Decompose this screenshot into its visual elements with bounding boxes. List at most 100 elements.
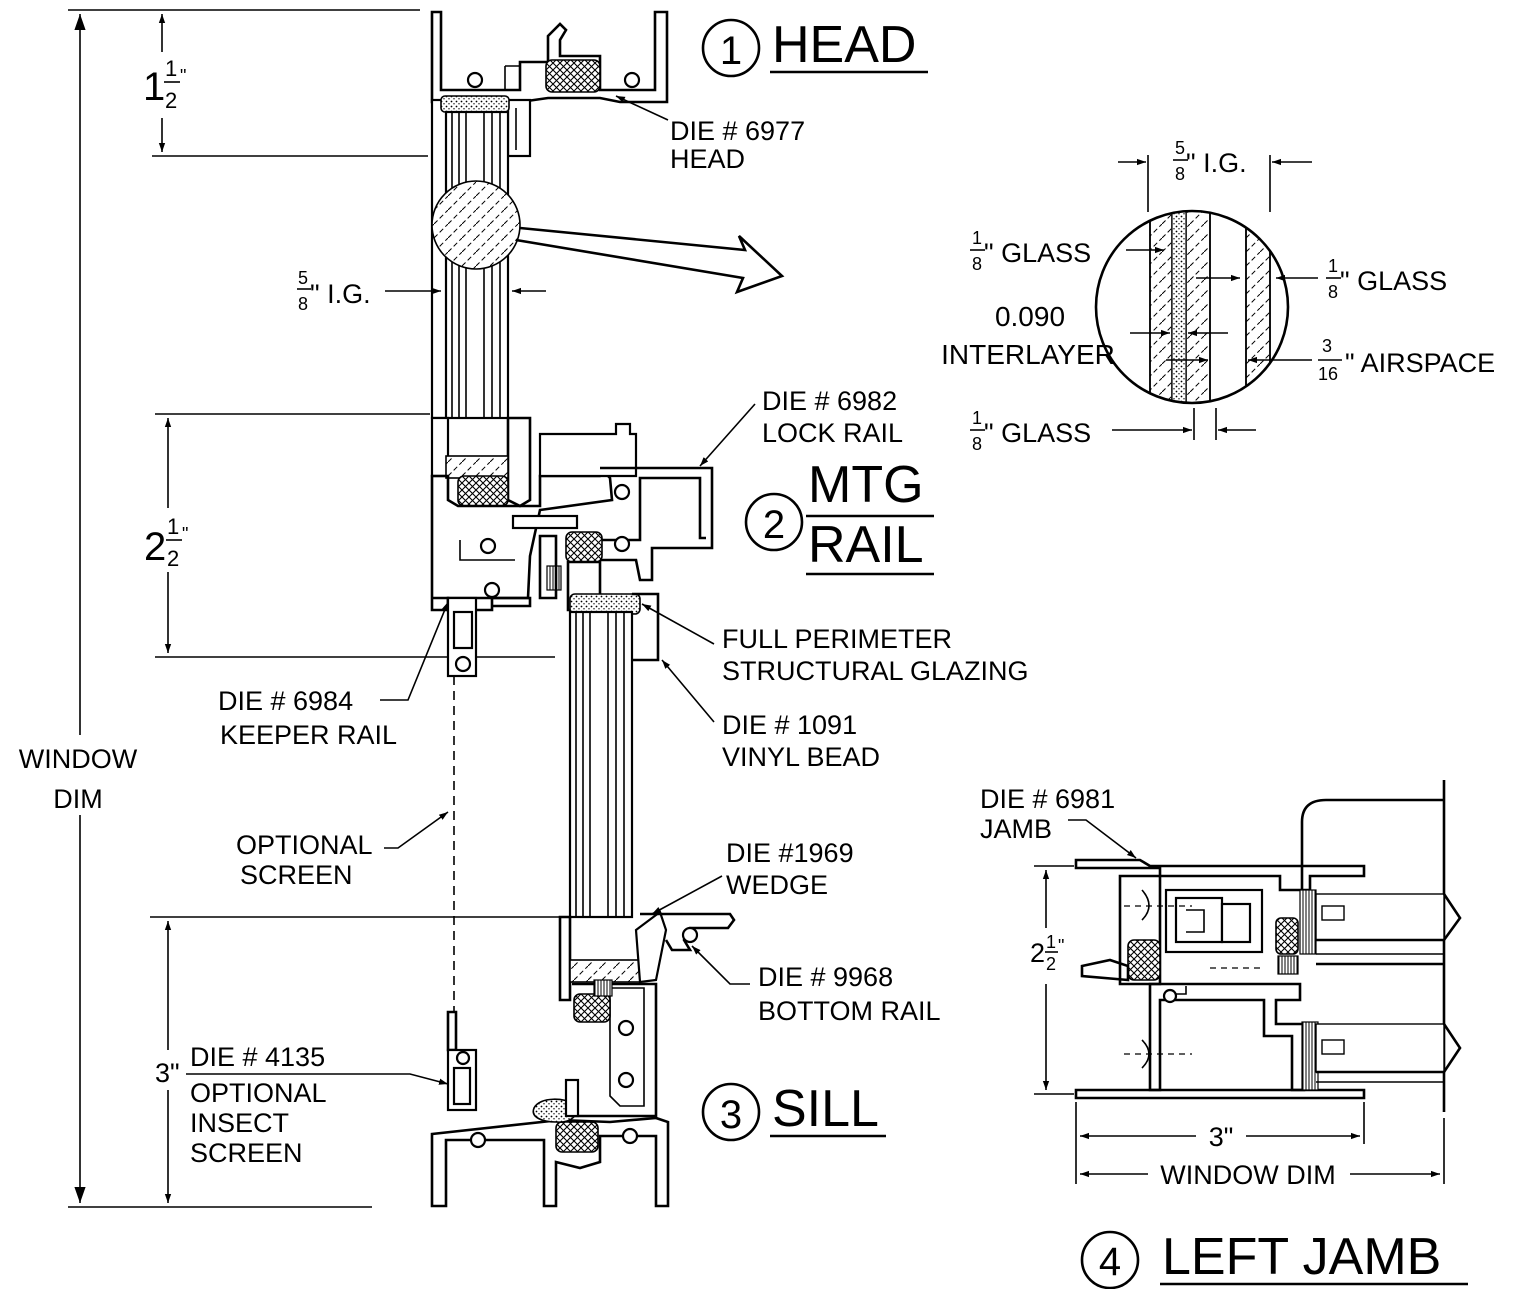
- mtg-height-unit: ": [182, 524, 188, 544]
- svg-text:DIE # 1091: DIE # 1091: [722, 710, 857, 740]
- keeper-rail-profile: [432, 596, 532, 678]
- svg-text:WEDGE: WEDGE: [726, 870, 828, 900]
- svg-text:5: 5: [1175, 138, 1185, 158]
- callout-die-1969: DIE #1969 WEDGE: [651, 838, 854, 915]
- svg-text:DIE # 6984: DIE # 6984: [218, 686, 353, 716]
- sash-lock-icon: [538, 422, 638, 478]
- svg-text:KEEPER RAIL: KEEPER RAIL: [220, 720, 397, 750]
- mtg-height-num: 1: [167, 514, 179, 539]
- svg-text:SILL: SILL: [772, 1080, 879, 1138]
- svg-text:" GLASS: " GLASS: [1340, 266, 1447, 296]
- svg-text:8: 8: [972, 434, 982, 454]
- svg-text:3: 3: [1322, 336, 1332, 356]
- svg-text:4: 4: [1099, 1240, 1121, 1284]
- svg-text:1: 1: [972, 228, 982, 248]
- window-dim-label-2: DIM: [53, 784, 103, 814]
- glass-detail: 5 8 " I.G. 1 8 " GLASS 1 8 " GLASS 0.090…: [941, 138, 1495, 454]
- svg-text:1: 1: [1046, 932, 1056, 952]
- svg-text:0.090: 0.090: [995, 301, 1065, 332]
- svg-text:LEFT JAMB: LEFT JAMB: [1162, 1228, 1441, 1286]
- svg-text:INSECT: INSECT: [190, 1108, 289, 1138]
- svg-text:1: 1: [972, 408, 982, 428]
- svg-text:JAMB: JAMB: [980, 814, 1052, 844]
- svg-text:LOCK RAIL: LOCK RAIL: [762, 418, 903, 448]
- section-4-left-jamb-title: 4 LEFT JAMB: [1080, 1228, 1468, 1289]
- svg-text:2: 2: [763, 503, 785, 547]
- ig-left-text: " I.G.: [310, 279, 371, 309]
- head-height-whole: 1: [143, 65, 165, 109]
- svg-text:HEAD: HEAD: [670, 144, 745, 174]
- svg-text:DIE #1969: DIE #1969: [726, 838, 854, 868]
- callout-die-1091: DIE # 1091 VINYL BEAD: [661, 659, 880, 772]
- mtg-lower-sash-glazing: [568, 592, 660, 919]
- svg-text:WINDOW DIM: WINDOW DIM: [1160, 1160, 1335, 1190]
- svg-text:8: 8: [1175, 164, 1185, 184]
- section-1-number: 1: [720, 29, 742, 73]
- svg-text:16: 16: [1318, 364, 1338, 384]
- callout-full-perimeter: FULL PERIMETER STRUCTURAL GLAZING: [641, 603, 1029, 686]
- window-dim-dimension: WINDOW DIM: [19, 9, 420, 1208]
- sill-height-dimension: 3": [150, 916, 560, 1203]
- svg-text:FULL PERIMETER: FULL PERIMETER: [722, 624, 952, 654]
- glass-detail-circle-source: [431, 180, 521, 270]
- svg-text:INTERLAYER: INTERLAYER: [941, 339, 1115, 370]
- section-3-sill-title: 3 SILL: [701, 1080, 886, 1142]
- mtg-height-whole: 2: [144, 525, 166, 569]
- callout-die-4135: DIE # 4135 OPTIONAL INSECT SCREEN: [186, 1042, 449, 1168]
- svg-text:DIE # 6982: DIE # 6982: [762, 386, 897, 416]
- callout-optional-screen: OPTIONAL SCREEN: [236, 811, 449, 890]
- window-dim-label: WINDOW: [19, 744, 138, 774]
- svg-text:VINYL BEAD: VINYL BEAD: [722, 742, 880, 772]
- svg-text:8: 8: [1328, 282, 1338, 302]
- svg-text:8: 8: [972, 254, 982, 274]
- section-1-head-title: 1 HEAD: [701, 16, 928, 78]
- svg-text:" I.G.: " I.G.: [1186, 148, 1247, 178]
- callout-die-9968: DIE # 9968 BOTTOM RAIL: [691, 945, 941, 1026]
- mtg-height-dimension: 2 1 2 ": [144, 413, 555, 658]
- svg-text:DIE # 6981: DIE # 6981: [980, 784, 1115, 814]
- svg-text:OPTIONAL: OPTIONAL: [190, 1078, 327, 1108]
- head-height-dimension: 1 1 2 ": [143, 14, 428, 157]
- svg-text:BOTTOM RAIL: BOTTOM RAIL: [758, 996, 941, 1026]
- head-height-num: 1: [165, 56, 177, 81]
- jamb-width-dimension: 3" WINDOW DIM: [1075, 1102, 1445, 1190]
- svg-text:" AIRSPACE: " AIRSPACE: [1345, 348, 1495, 378]
- sill-frame-profile: [430, 1010, 670, 1208]
- callout-die-6981: DIE # 6981 JAMB: [980, 784, 1137, 859]
- head-seal-pile: [545, 59, 601, 93]
- svg-text:SCREEN: SCREEN: [190, 1138, 303, 1168]
- section-1-title: HEAD: [772, 16, 916, 74]
- ig-left-den: 8: [298, 294, 308, 314]
- callout-die-6977: DIE # 6977 HEAD: [615, 95, 805, 174]
- svg-text:1: 1: [1328, 256, 1338, 276]
- svg-text:2: 2: [1046, 954, 1056, 974]
- wedge-profile: [634, 910, 668, 984]
- sill-height-label: 3": [155, 1058, 180, 1088]
- svg-text:3: 3: [720, 1093, 742, 1137]
- svg-text:STRUCTURAL GLAZING: STRUCTURAL GLAZING: [722, 656, 1029, 686]
- mtg-title-top: MTG: [808, 456, 924, 514]
- section-2-mtg-rail-title: 2 MTG RAIL: [744, 456, 934, 576]
- jamb-height-dimension: 2 1 2 ": [1030, 865, 1074, 1095]
- lock-rail-profile: [511, 422, 714, 612]
- mtg-title-bottom: RAIL: [808, 516, 924, 574]
- head-sash-glazing: [430, 95, 785, 420]
- head-height-unit: ": [180, 66, 186, 86]
- ig-left-dimension: 5 8 " I.G.: [297, 268, 546, 314]
- callout-die-6982: DIE # 6982 LOCK RAIL: [699, 386, 903, 467]
- svg-text:3": 3": [1209, 1122, 1234, 1152]
- ig-left-num: 5: [298, 268, 308, 288]
- svg-text:" GLASS: " GLASS: [984, 238, 1091, 268]
- head-height-den: 2: [165, 88, 177, 113]
- svg-text:" GLASS: " GLASS: [984, 418, 1091, 448]
- svg-text:DIE # 9968: DIE # 9968: [758, 962, 893, 992]
- svg-text:": ": [1058, 936, 1064, 956]
- svg-text:2: 2: [1030, 938, 1045, 968]
- callout-die-6984: DIE # 6984 KEEPER RAIL: [218, 601, 449, 750]
- left-jamb-section: [1074, 780, 1462, 1112]
- sill-bottom-rail-profile: [558, 910, 736, 1118]
- head-frame-profile: [430, 10, 669, 104]
- svg-text:SCREEN: SCREEN: [240, 860, 353, 890]
- mtg-height-den: 2: [167, 546, 179, 571]
